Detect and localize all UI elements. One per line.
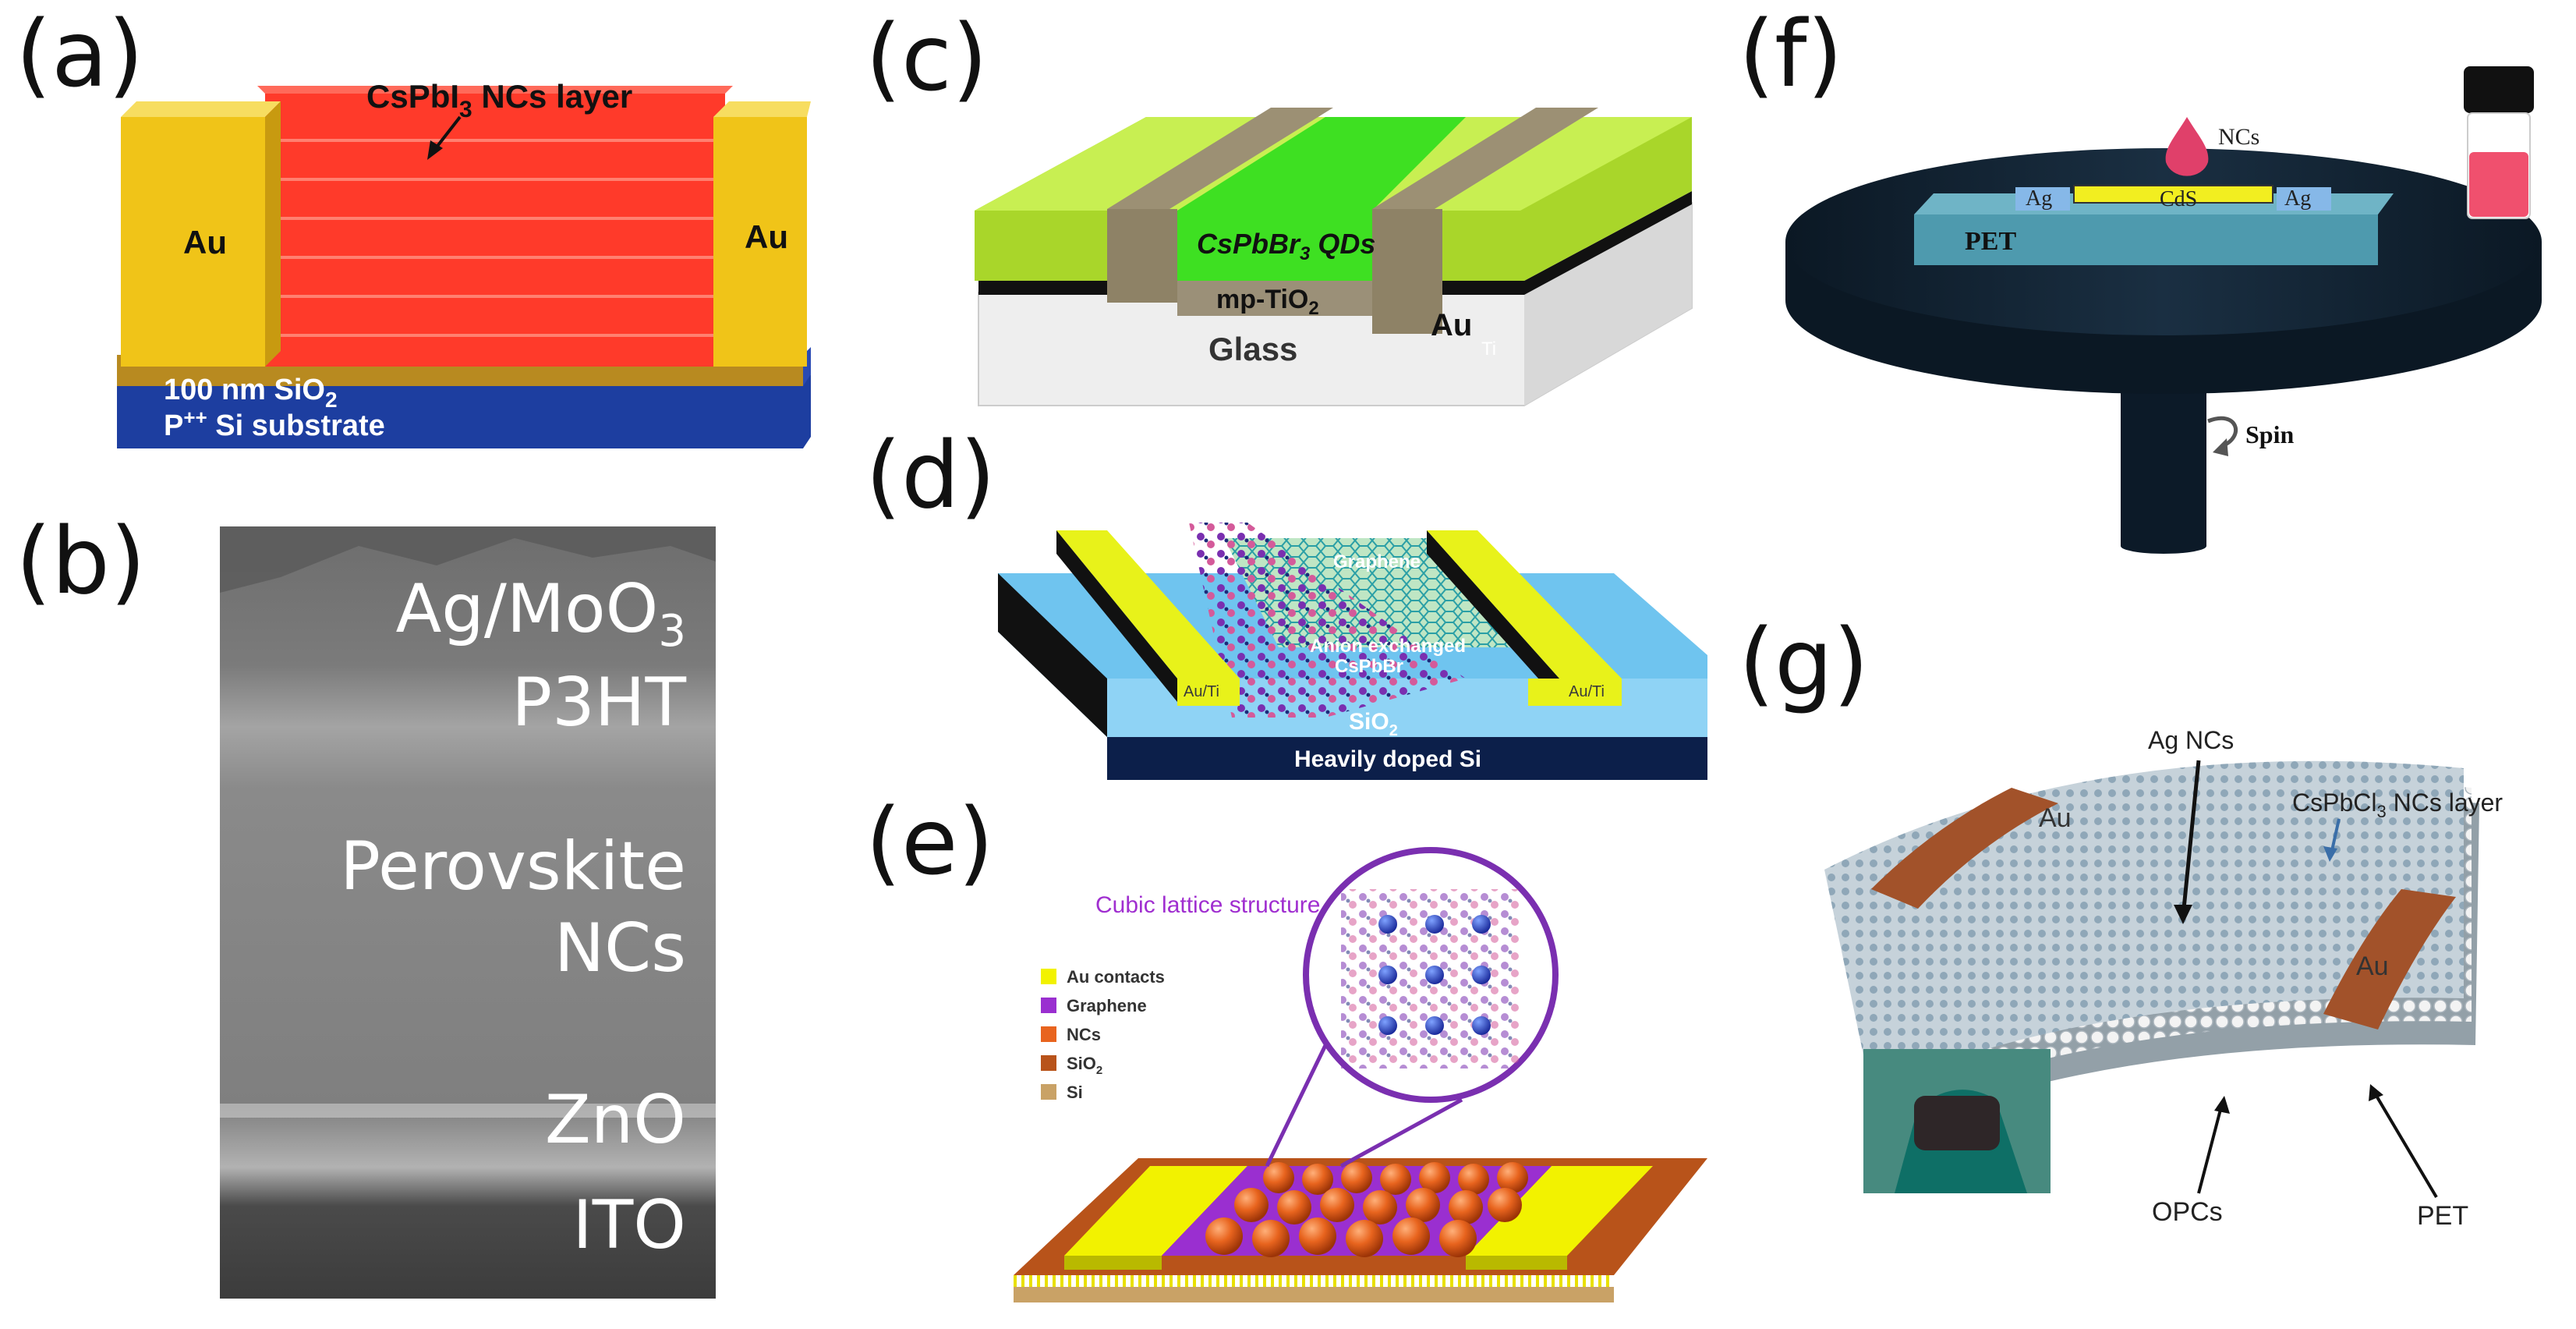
panel-c: (c) CsPbBr3 QDs mp-TiO2 Glass Au Ti bbox=[865, 4, 1693, 406]
legend-swatch-au bbox=[1041, 969, 1056, 984]
anion-label-2: CsPbBr bbox=[1335, 656, 1403, 677]
ag-label-right: Ag bbox=[2284, 186, 2311, 211]
panel-e: (e) bbox=[865, 788, 1707, 1302]
pet-label-g: PET bbox=[2417, 1201, 2468, 1231]
heavily-doped-si bbox=[1107, 737, 1707, 780]
au-ti-label-right: Au/Ti bbox=[1569, 683, 1605, 700]
sem-layer-ncs: NCs bbox=[554, 909, 686, 987]
au-electrode-right bbox=[713, 117, 807, 367]
opcs-arrow bbox=[2197, 1103, 2224, 1194]
ag-pad-right bbox=[2277, 187, 2331, 211]
opcs-label: OPCs bbox=[2152, 1197, 2223, 1227]
legend-swatch-si bbox=[1041, 1084, 1056, 1100]
nc-stripes bbox=[277, 139, 713, 337]
flexible-device-photo bbox=[1863, 1049, 2051, 1193]
au-ti-label-left: Au/Ti bbox=[1184, 683, 1219, 700]
nc-strip bbox=[1189, 523, 1466, 718]
au-contact-left-e bbox=[1064, 1166, 1247, 1256]
au-contact-right-e bbox=[1466, 1166, 1653, 1256]
si-substrate bbox=[117, 374, 811, 448]
cds-label: CdS bbox=[2160, 187, 2197, 211]
panel-g-label: (g) bbox=[1739, 608, 1869, 716]
si-label-d: Heavily doped Si bbox=[1294, 746, 1481, 772]
sem-layer-zno: ZnO bbox=[545, 1081, 686, 1159]
panel-a-label: (a) bbox=[16, 0, 143, 108]
sem-layer-p3ht: P3HT bbox=[511, 664, 686, 742]
spin-arrow bbox=[2207, 416, 2238, 448]
ncs-label-f: NCs bbox=[2218, 124, 2259, 150]
au-label-right: Au bbox=[745, 218, 788, 255]
au-electrode-left bbox=[121, 117, 265, 367]
glass-label: Glass bbox=[1208, 331, 1297, 367]
legend-swatch-sio2 bbox=[1041, 1055, 1056, 1071]
au-ti-pad-right bbox=[1427, 530, 1622, 679]
panel-a: (a) Au Au CsPbI3 NCs layer 100 nm SiO2 P… bbox=[16, 0, 811, 448]
legend-e: Au contacts Graphene NCs SiO2 Si bbox=[1041, 967, 1165, 1102]
legend-text-graphene: Graphene bbox=[1067, 996, 1147, 1015]
panel-e-label: (e) bbox=[865, 788, 994, 895]
ag-ncs-arrow bbox=[2181, 760, 2201, 917]
legend-text-ncs: NCs bbox=[1067, 1025, 1101, 1044]
panel-g: (g) Au Au Ag NCs CsPbCl3 NCs layer OPCs … bbox=[1739, 608, 2503, 1231]
tio2-electrode-left bbox=[1107, 108, 1333, 209]
mp-tio2-layer bbox=[1177, 281, 1372, 316]
cubic-lattice bbox=[1341, 889, 1520, 1069]
cds-strip bbox=[2073, 185, 2273, 204]
spin-label: Spin bbox=[2245, 420, 2294, 448]
legend-text-au: Au contacts bbox=[1067, 967, 1165, 987]
pet-label-f: PET bbox=[1965, 227, 2016, 256]
substrate-label: P++ Si substrate bbox=[164, 406, 385, 442]
panel-c-label: (c) bbox=[865, 4, 988, 112]
au-ti-pad-left bbox=[1056, 530, 1240, 679]
ag-label-left: Ag bbox=[2026, 186, 2052, 211]
au-strip-right-g bbox=[2323, 889, 2456, 1030]
au-label-c: Au bbox=[1431, 308, 1472, 342]
panel-f-label: (f) bbox=[1739, 0, 1843, 108]
sio2-label-d: SiO2 bbox=[1349, 709, 1398, 739]
au-label-left-g: Au bbox=[2039, 803, 2072, 833]
ag-ncs-label: Ag NCs bbox=[2148, 726, 2234, 754]
qd-label: CsPbBr3 QDs bbox=[1197, 228, 1375, 264]
cspbcl3-label: CsPbCl3 NCs layer bbox=[2292, 789, 2503, 821]
sem-layer-agmoo3: Ag/MoO3 bbox=[395, 570, 686, 657]
sem-layer-perovskite: Perovskite bbox=[340, 828, 686, 905]
panel-b: (b) Ag/MoO3 P3HT Perovskite NCs ZnO ITO bbox=[16, 507, 716, 1299]
legend-text-si: Si bbox=[1067, 1083, 1083, 1102]
panel-b-label: (b) bbox=[16, 507, 146, 615]
ti-label-c: Ti bbox=[1481, 338, 1496, 360]
au-strip-left-g bbox=[1871, 788, 2058, 909]
vial bbox=[2464, 66, 2534, 219]
au-label-left: Au bbox=[183, 224, 227, 260]
panel-d-label: (d) bbox=[865, 421, 996, 529]
tio2-electrode-right bbox=[1372, 108, 1598, 209]
sio2-label: 100 nm SiO2 bbox=[164, 374, 338, 412]
panel-d: (d) Graphene Anion exchanged CsPbBr Au/T… bbox=[865, 421, 1707, 780]
cspbi3-layer-label: CsPbI3 NCs layer bbox=[366, 78, 632, 122]
pet-arrow bbox=[2373, 1090, 2438, 1199]
legend-swatch-ncs bbox=[1041, 1026, 1056, 1042]
ag-pad-left bbox=[2015, 187, 2070, 211]
sem-layer-ito: ITO bbox=[572, 1186, 686, 1264]
pet-substrate-f bbox=[1914, 214, 2378, 265]
cspbi3-layer bbox=[265, 94, 725, 367]
cspbbr3-qd-region bbox=[1177, 211, 1372, 281]
graphene-label: Graphene bbox=[1333, 551, 1421, 572]
panel-f: (f) Ag CdS Ag PET NCs Spin bbox=[1739, 0, 2542, 554]
tio2-label: mp-TiO2 bbox=[1216, 285, 1319, 319]
nc-droplet bbox=[2165, 117, 2209, 176]
nc-spheres bbox=[1205, 1162, 1528, 1257]
sem-cross-section bbox=[220, 526, 716, 1299]
anion-label-1: Anion exchanged bbox=[1310, 636, 1466, 657]
inset-title: Cubic lattice structure bbox=[1095, 892, 1320, 918]
legend-text-sio2: SiO2 bbox=[1067, 1054, 1102, 1077]
legend-swatch-graphene bbox=[1041, 998, 1056, 1013]
au-label-right-g: Au bbox=[2356, 952, 2389, 981]
